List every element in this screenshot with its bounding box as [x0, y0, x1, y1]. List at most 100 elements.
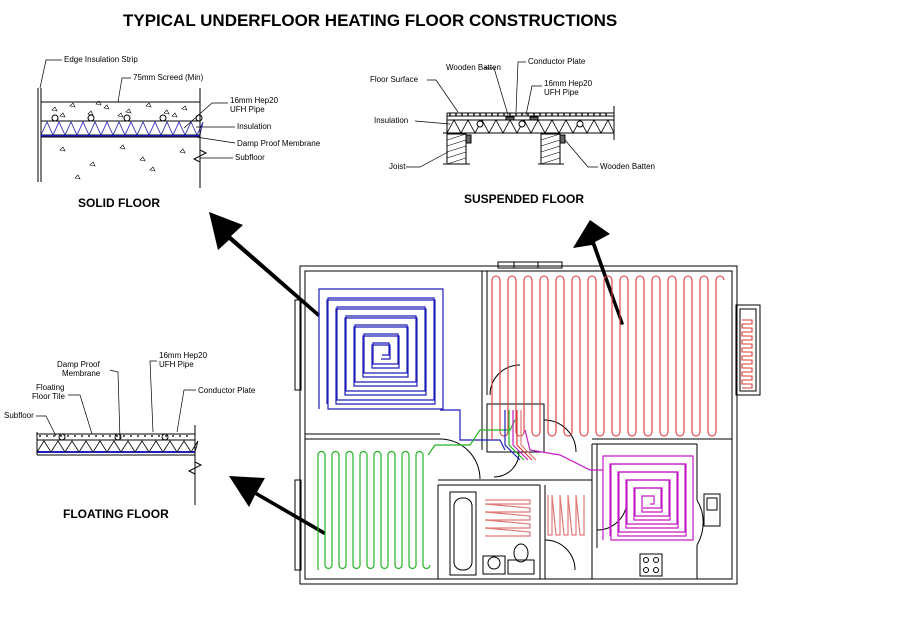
arrows: [209, 212, 624, 535]
floor-surface-texture: [592, 113, 595, 116]
screed-aggregate: [145, 102, 152, 108]
floating-floor-caption: FLOATING FLOOR: [63, 507, 169, 521]
diagram-title: TYPICAL UNDERFLOOR HEATING FLOOR CONSTRU…: [123, 11, 617, 30]
floor-surface-texture: [484, 113, 487, 116]
label-dpm-1: Damp Proof: [57, 360, 100, 369]
label-floating-tile-1: Floating: [36, 383, 64, 392]
tile-texture: [151, 434, 154, 437]
floor-surface-texture: [478, 113, 481, 116]
floor-surface-texture: [532, 113, 535, 116]
tile-texture: [172, 434, 175, 437]
tile-texture: [123, 434, 126, 437]
ufh-pipe: [58, 433, 66, 441]
label-conductor-plate: Conductor Plate: [198, 386, 256, 395]
heating-zone-blue: [318, 288, 506, 451]
label-subfloor: Subfloor: [4, 411, 34, 420]
ufh-pipe: [518, 120, 526, 128]
joist-hatch: [540, 157, 561, 165]
tile-texture: [45, 434, 48, 437]
subfloor-aggregate: [149, 166, 156, 172]
screed-aggregate: [171, 112, 178, 118]
label-insulation: Insulation: [374, 116, 408, 125]
insulation-zigzag: [36, 440, 199, 453]
manifold-pipes: [504, 410, 537, 461]
heating-zone-magenta: [524, 429, 694, 541]
label-wooden-batten-top: Wooden Batten: [446, 63, 501, 72]
screed-aggregate: [117, 112, 124, 118]
solid-floor-pipes: [40, 114, 204, 136]
screed-aggregate: [125, 108, 132, 114]
suspended-floor-pipes: [446, 119, 615, 134]
joist-hatch: [540, 139, 561, 147]
ufh-pipe: [123, 114, 131, 122]
subfloor-aggregate: [89, 161, 96, 167]
tile-texture: [137, 434, 140, 437]
floating-floor-leaders: [36, 360, 196, 441]
label-subfloor: Subfloor: [235, 153, 265, 162]
suspended-joist-texture: [446, 113, 607, 165]
ufh-pipe: [195, 114, 203, 122]
label-ufh-pipe: UFH Pipe: [159, 360, 194, 369]
tile-texture: [158, 434, 161, 437]
floating-floor-pipes: [36, 433, 199, 453]
floor-surface-texture: [496, 113, 499, 116]
heating-zone-hall: [484, 494, 585, 537]
floor-surface-texture: [472, 113, 475, 116]
floor-surface-texture: [538, 113, 541, 116]
tile-texture: [186, 434, 189, 437]
label-dpm: Damp Proof Membrane: [237, 139, 321, 148]
manifold-pipe: [516, 410, 533, 461]
label-pipe-size: 16mm Hep20: [159, 351, 208, 360]
tile-texture: [88, 434, 91, 437]
label-wooden-batten-bottom: Wooden Batten: [600, 162, 655, 171]
label-dpm-2: Membrane: [62, 369, 101, 378]
red-serpentine-loop: [491, 275, 725, 440]
floor-surface-texture: [520, 113, 523, 116]
floor-surface-texture: [568, 113, 571, 116]
floor-surface-texture: [454, 113, 457, 116]
manifold-pipe: [504, 410, 521, 461]
floor-plan: [294, 261, 761, 585]
floor-surface-texture: [586, 113, 589, 116]
label-joist: Joist: [389, 162, 406, 171]
floor-surface-texture: [544, 113, 547, 116]
joist-hatch: [540, 133, 561, 141]
solid-floor-section: [37, 88, 208, 188]
label-pipe-size: 16mm Hep20: [230, 96, 279, 105]
solid-floor-screed-texture: [51, 100, 188, 180]
tile-texture: [74, 434, 77, 437]
hall-loop-2: [547, 494, 585, 536]
blue-loop-inner: [326, 299, 436, 405]
floor-surface-texture: [460, 113, 463, 116]
manifold-pipe: [520, 410, 537, 461]
red-bay-loop: [741, 319, 753, 389]
floor-surface-texture: [556, 113, 559, 116]
solid-floor-leaders: [39, 59, 236, 159]
subfloor-aggregate: [119, 144, 126, 150]
tile-texture: [109, 434, 112, 437]
suspended-floor-leaders: [406, 61, 598, 168]
floor-surface-texture: [526, 113, 529, 116]
label-insulation: Insulation: [237, 122, 271, 131]
subfloor-aggregate: [179, 148, 186, 154]
manifold-pipe: [508, 410, 525, 461]
hall-loop: [484, 499, 531, 537]
subfloor-aggregate: [139, 156, 146, 162]
tile-texture: [67, 434, 70, 437]
screed-aggregate: [163, 109, 170, 115]
subfloor-aggregate: [59, 146, 66, 152]
label-floor-surface: Floor Surface: [370, 75, 419, 84]
tile-texture: [52, 434, 55, 437]
screed-aggregate: [59, 112, 66, 118]
tile-texture: [144, 434, 147, 437]
tile-texture: [102, 434, 105, 437]
floor-surface-texture: [598, 113, 601, 116]
floor-surface-texture: [604, 113, 607, 116]
plan-walls: [294, 261, 761, 585]
floor-surface-texture: [574, 113, 577, 116]
tile-texture: [38, 434, 41, 437]
floor-surface-texture: [502, 113, 505, 116]
ufh-pipe: [51, 114, 59, 122]
label-ufh-pipe: UFH Pipe: [544, 88, 579, 97]
arrow-to-floating-floor: [229, 476, 326, 535]
